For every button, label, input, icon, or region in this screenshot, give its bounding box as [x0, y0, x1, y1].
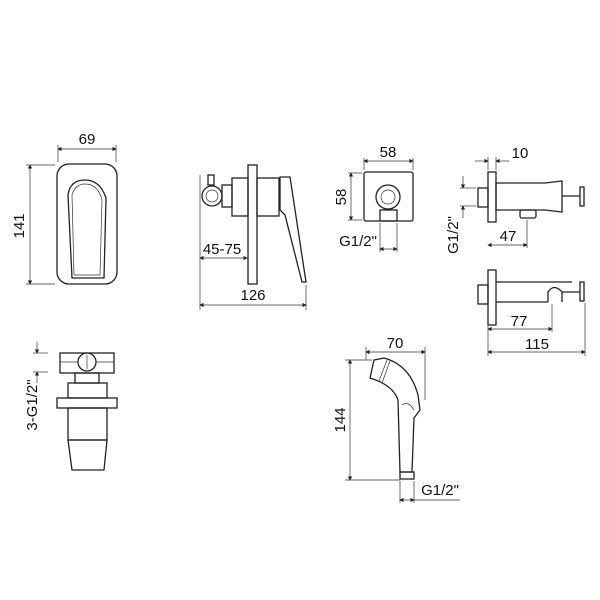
- dim-faceplate-width: 69: [79, 131, 96, 148]
- hand-shower-view: 70 144 G1/2": [332, 335, 460, 503]
- dim-shower-thread: G1/2": [421, 482, 459, 499]
- dim-outlet-height: 58: [333, 189, 350, 206]
- dim-shower-width: 70: [387, 335, 404, 352]
- dim-shower-height: 144: [332, 407, 349, 432]
- dim-valve-connections: 3-G1/2": [24, 379, 41, 430]
- valve-body-view: 3-G1/2": [24, 342, 118, 471]
- dim-faceplate-height: 141: [11, 213, 28, 238]
- dim-outlet-width: 58: [380, 144, 397, 161]
- dim-outlet-thread: G1/2": [339, 233, 377, 250]
- dim-outlet-offset: 47: [500, 228, 517, 245]
- dim-holder-length: 115: [525, 336, 549, 353]
- faceplate-front-view: 69 141: [11, 131, 118, 285]
- wall-outlet-front-view: 58 58 G1/2": [333, 144, 414, 252]
- dim-total-depth: 126: [240, 287, 265, 304]
- dim-depth-range: 45-75: [203, 241, 241, 258]
- wall-outlet-side-view: 10 G1/2" 47: [445, 145, 585, 254]
- dim-flange-thickness: 10: [512, 145, 529, 162]
- dim-hook-offset: 77: [511, 313, 528, 330]
- holder-side-view: 77 115: [477, 269, 586, 356]
- dim-side-thread: G1/2": [445, 216, 462, 254]
- mixer-side-view: 45-75 126: [199, 164, 307, 310]
